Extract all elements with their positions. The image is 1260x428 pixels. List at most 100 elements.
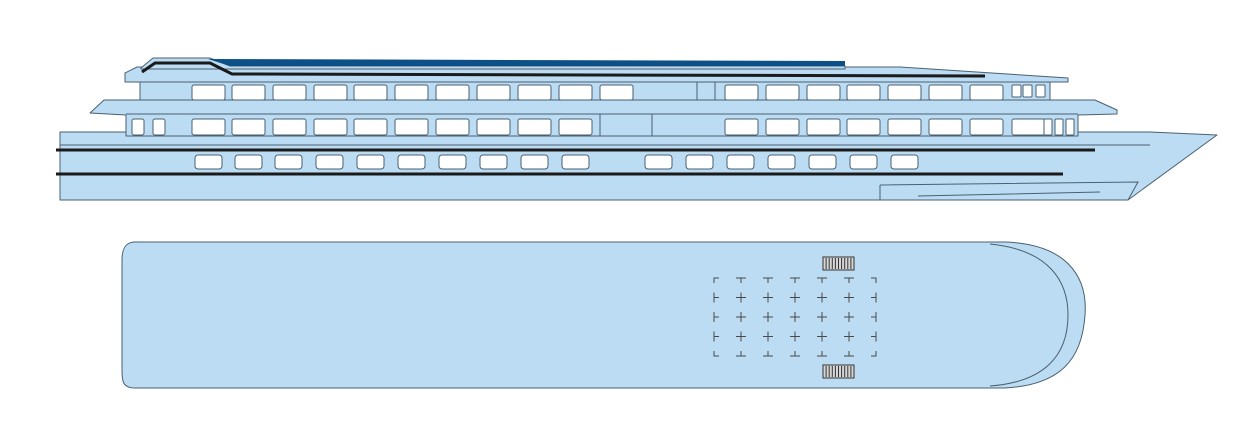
window (231, 84, 266, 101)
grid-mark-shape (817, 351, 827, 357)
window-small (131, 118, 145, 136)
window (846, 118, 881, 136)
porthole (194, 154, 223, 170)
grid-mark-shape (871, 312, 877, 322)
window-small (1043, 118, 1053, 136)
deck-grid-mark (817, 331, 827, 342)
upper-deck-windows (191, 84, 1046, 101)
window-small (1022, 84, 1033, 98)
window (887, 84, 922, 101)
porthole (315, 154, 344, 170)
porthole (397, 154, 426, 170)
deck-grid-mark (844, 312, 854, 322)
window (435, 118, 470, 136)
window (353, 84, 388, 101)
window-small (1054, 118, 1064, 136)
grid-mark-shape (871, 331, 877, 342)
porthole (808, 154, 837, 170)
deck-grid-mark (713, 292, 719, 303)
grid-mark-shape (736, 277, 746, 283)
grid-mark-shape (736, 292, 746, 303)
stair-hatch-bottom (822, 364, 855, 379)
window (724, 84, 759, 101)
grid-mark-shape (844, 331, 854, 342)
deck-grid-mark (844, 292, 854, 303)
window (231, 118, 266, 136)
deck-grid-mark (713, 277, 719, 283)
deck-grid-mark (736, 292, 746, 303)
deck-grid-mark (871, 331, 877, 342)
window (435, 84, 470, 101)
window (394, 84, 429, 101)
ship-deck-plan (121, 241, 1086, 389)
deck-grid-mark (763, 331, 773, 342)
deck-grid-mark (817, 312, 827, 322)
deck-grid-mark (871, 351, 877, 357)
deck-grid-mark (736, 277, 746, 283)
window (765, 84, 800, 101)
deck-grid-mark (790, 331, 800, 342)
deck-grid-mark (713, 312, 719, 322)
window (313, 84, 348, 101)
window (969, 84, 1004, 101)
roof-stripe (141, 61, 986, 78)
deck-grid-mark (713, 331, 719, 342)
grid-mark-shape (817, 331, 827, 342)
porthole (234, 154, 263, 170)
deck-grid-mark (844, 331, 854, 342)
window (394, 118, 429, 136)
grid-mark-shape (713, 312, 719, 322)
grid-mark-shape (736, 331, 746, 342)
grid-mark-shape (871, 292, 877, 303)
deck-grid-mark (763, 277, 773, 283)
window-small (152, 118, 166, 136)
deck-grid-mark (871, 277, 877, 283)
window (353, 118, 388, 136)
grid-mark-shape (763, 331, 773, 342)
window (476, 118, 511, 136)
porthole (726, 154, 755, 170)
window (806, 84, 841, 101)
window-small (1065, 118, 1075, 136)
window (517, 84, 552, 101)
deck-outline-outer (121, 241, 1086, 389)
window (476, 84, 511, 101)
window (846, 84, 881, 101)
grid-mark-shape (713, 351, 719, 357)
window (272, 84, 307, 101)
porthole (356, 154, 385, 170)
window (724, 118, 759, 136)
porthole (438, 154, 467, 170)
grid-mark-shape (790, 351, 800, 357)
deck-grid-mark (713, 351, 719, 357)
deck-grid-mark (844, 277, 854, 283)
lower-deck-portholes (194, 154, 919, 170)
grid-mark-shape (713, 277, 719, 283)
grid-mark-shape (817, 292, 827, 303)
window (806, 118, 841, 136)
grid-mark-shape (763, 277, 773, 283)
deck-grid-mark (790, 292, 800, 303)
grid-mark-shape (736, 351, 746, 357)
grid-mark-shape (790, 277, 800, 283)
window (558, 118, 593, 136)
porthole (561, 154, 590, 170)
window-small (1011, 84, 1022, 98)
window (191, 84, 226, 101)
grid-mark-shape (844, 292, 854, 303)
upper-deck (124, 66, 1069, 101)
porthole (890, 154, 919, 170)
window (558, 84, 593, 101)
porthole (644, 154, 673, 170)
window (517, 118, 552, 136)
deck-grid-mark (763, 312, 773, 322)
deck-grid-mark (736, 312, 746, 322)
sun-deck-grid (713, 277, 877, 357)
window (765, 118, 800, 136)
window (928, 84, 963, 101)
grid-mark-shape (736, 312, 746, 322)
porthole (685, 154, 714, 170)
grid-mark-shape (763, 351, 773, 357)
deck-grid-mark (817, 292, 827, 303)
